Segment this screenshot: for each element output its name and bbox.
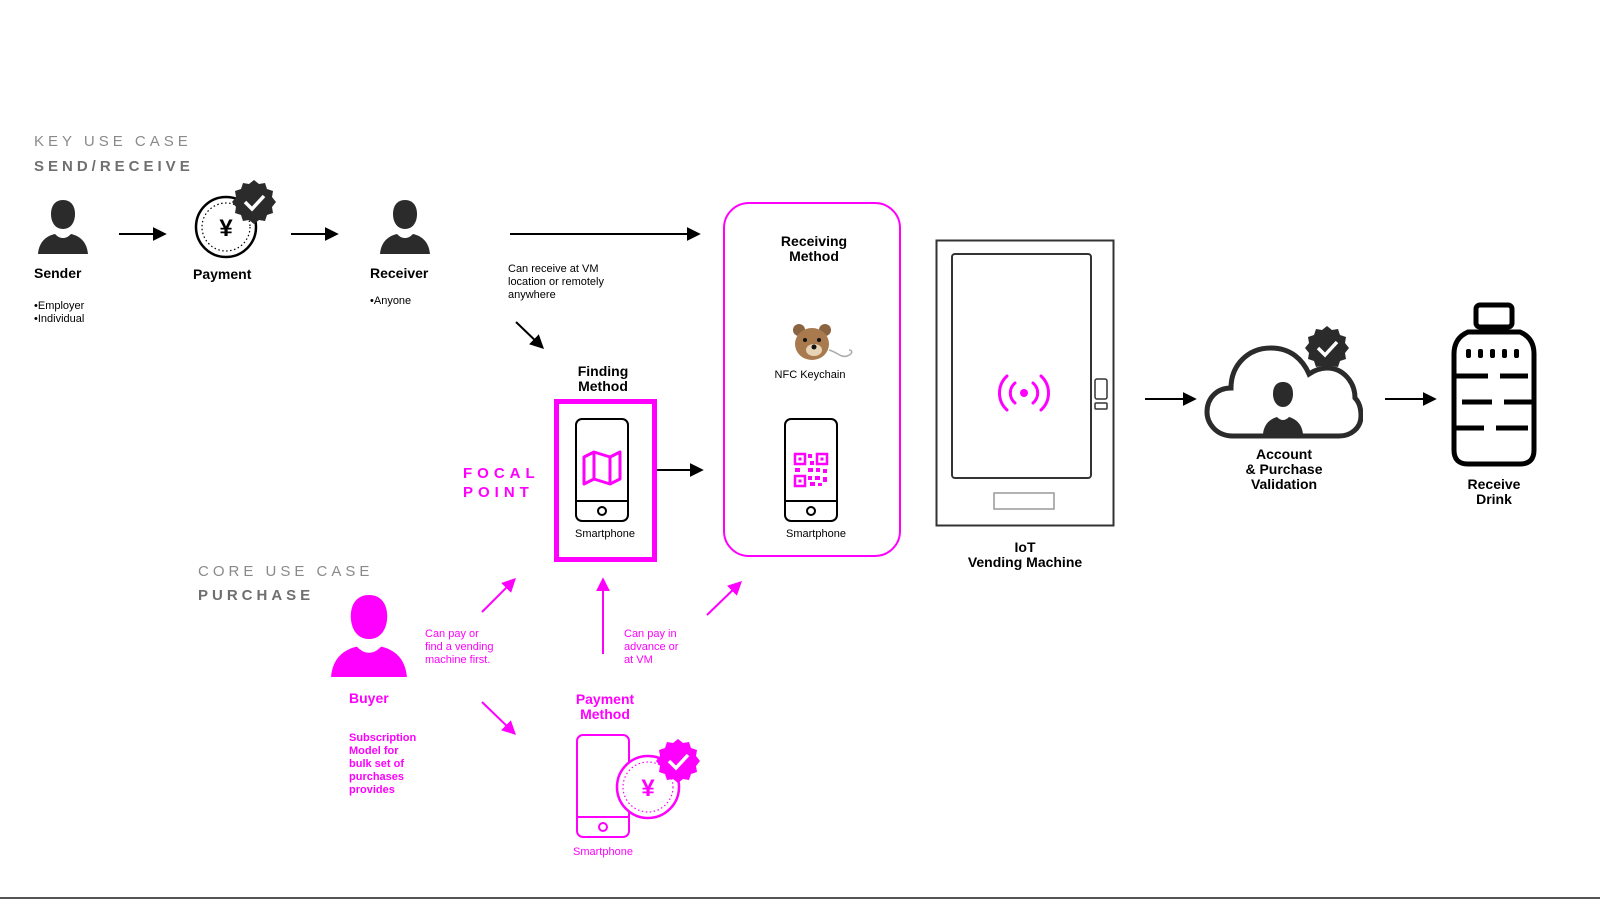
payment-method-icon: ¥	[576, 734, 700, 838]
payment-method-device-label: Smartphone	[573, 846, 633, 858]
arrow-buyer-to-finding	[481, 578, 516, 613]
focal-point-line: FOCAL	[463, 465, 540, 482]
vending-machine-icon	[935, 239, 1115, 527]
sender-bullet: Employer	[34, 300, 84, 313]
verified-badge-icon	[232, 180, 276, 224]
vending-machine-label-line: IoT	[1014, 539, 1036, 555]
focal-point-line: POINT	[463, 484, 534, 501]
pay-note-line: Can pay in	[624, 628, 677, 640]
receiving-smartphone-icon	[784, 418, 838, 522]
bottle-icon	[1451, 302, 1537, 467]
buyer-pay-or-find-note: Can pay or find a vending machine first.	[425, 628, 494, 667]
buyer-label: Buyer	[349, 690, 389, 706]
buyer-person-icon	[331, 595, 407, 677]
receive-drink-label-line: Receive	[1467, 476, 1521, 492]
finding-method-label-line: Method	[578, 378, 628, 394]
nfc-keychain-label: NFC Keychain	[774, 369, 846, 381]
wireless-signal-icon	[997, 374, 1051, 412]
buyer-note-line: provides	[349, 784, 395, 796]
receive-note-line: location or remotely	[508, 276, 604, 288]
vending-machine-label-line: Vending Machine	[967, 554, 1083, 570]
receiver-bullet: Anyone	[370, 295, 411, 308]
verified-badge-icon	[656, 739, 700, 783]
bottom-divider	[0, 897, 1600, 899]
validation-label-line: Account	[1256, 446, 1312, 462]
core-use-case-title: CORE USE CASE	[198, 563, 374, 580]
pay-note-line: advance or	[624, 641, 679, 653]
receiving-method-box	[723, 202, 901, 557]
payment-method-currency-symbol: ¥	[641, 775, 655, 802]
receive-drink-label-line: Drink	[1476, 491, 1512, 507]
sender-person-icon	[38, 200, 88, 254]
buyer-note-line: Subscription	[349, 732, 417, 744]
focal-point-box	[554, 399, 657, 562]
buyer-pay-note-line: machine first.	[425, 654, 491, 666]
map-icon	[582, 450, 622, 486]
buyer-note-line: bulk set of	[349, 758, 405, 770]
receiving-method-label: Receiving Method	[764, 234, 864, 264]
finding-smartphone-icon	[575, 418, 629, 522]
arrow-receiver-to-finding	[515, 321, 545, 349]
receiver-label: Receiver	[370, 265, 429, 281]
payment-method-label-line: Payment	[575, 691, 635, 707]
finding-method-label: Finding Method	[553, 364, 653, 394]
receiver-bullets: Anyone	[370, 295, 411, 308]
vending-machine-label: IoT Vending Machine	[935, 540, 1115, 570]
buyer-subscription-note: Subscription Model for bulk set of purch…	[349, 732, 416, 797]
payment-method-label: Payment Method	[555, 692, 655, 722]
arrow-buyer-to-payment-method	[481, 701, 517, 735]
receiving-device-label: Smartphone	[786, 528, 846, 540]
receiving-method-label-line: Method	[789, 248, 839, 264]
bear-keychain-icon	[793, 324, 853, 360]
validation-label: Account & Purchase Validation	[1214, 447, 1354, 492]
pay-note-line: at VM	[624, 654, 653, 666]
receive-note-line: anywhere	[508, 289, 556, 301]
validation-label-line: & Purchase	[1245, 461, 1323, 477]
sender-bullet: Individual	[34, 313, 84, 326]
buyer-note-line: Model for	[349, 745, 399, 757]
payment-label: Payment	[193, 266, 252, 282]
sender-bullets: Employer Individual	[34, 300, 84, 326]
key-use-case-subtitle: SEND/RECEIVE	[34, 158, 194, 175]
arrow-payment-to-receiving	[706, 581, 743, 616]
cloud-account-icon	[1204, 326, 1363, 439]
buyer-pay-note-line: Can pay or	[425, 628, 479, 640]
verified-badge-icon	[1305, 326, 1349, 370]
receiver-person-icon	[380, 200, 430, 254]
finding-method-label-line: Finding	[577, 363, 629, 379]
qr-code-icon	[793, 452, 829, 488]
core-use-case-subtitle: PURCHASE	[198, 587, 315, 604]
buyer-note-line: purchases	[349, 771, 405, 783]
receive-note: Can receive at VM location or remotely a…	[508, 263, 604, 302]
buyer-pay-note-line: find a vending	[425, 641, 494, 653]
receive-drink-label: Receive Drink	[1444, 477, 1544, 507]
validation-label-line: Validation	[1250, 476, 1318, 492]
payment-method-label-line: Method	[580, 706, 630, 722]
finding-device-label: Smartphone	[575, 528, 635, 540]
payment-currency-symbol: ¥	[219, 215, 233, 242]
payment-coin-icon: ¥	[194, 180, 276, 259]
receive-note-line: Can receive at VM	[508, 263, 599, 275]
sender-label: Sender	[34, 265, 82, 281]
key-use-case-title: KEY USE CASE	[34, 133, 192, 150]
pay-in-advance-note: Can pay in advance or at VM	[624, 628, 678, 667]
focal-point-label: FOCAL POINT	[463, 464, 540, 502]
receiving-method-label-line: Receiving	[780, 233, 848, 249]
